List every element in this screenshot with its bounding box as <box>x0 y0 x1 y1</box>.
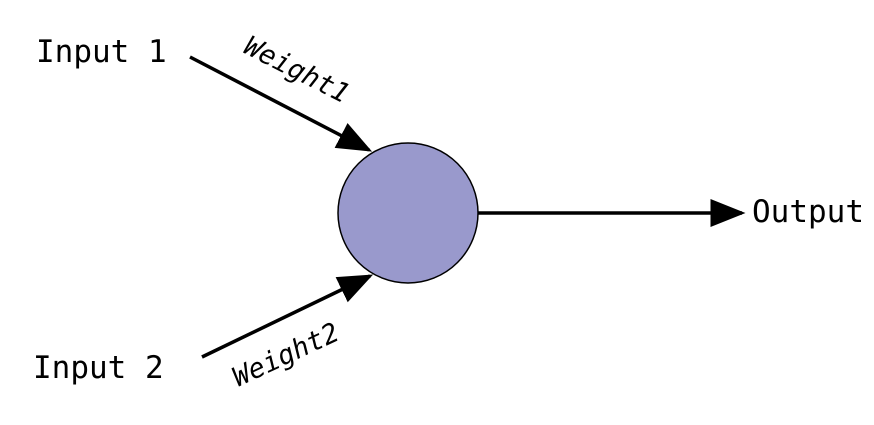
weight-2-label: Weight2 <box>228 317 344 393</box>
input-1-connection-arrow <box>189 55 373 152</box>
neuron-node <box>337 142 479 284</box>
weight-1-label: Weight1 <box>239 31 354 110</box>
input-1-label: Input 1 <box>36 34 167 70</box>
input-2-connection-arrow <box>201 274 374 359</box>
input-2-label: Input 2 <box>33 350 164 386</box>
output-label: Output <box>752 194 864 230</box>
